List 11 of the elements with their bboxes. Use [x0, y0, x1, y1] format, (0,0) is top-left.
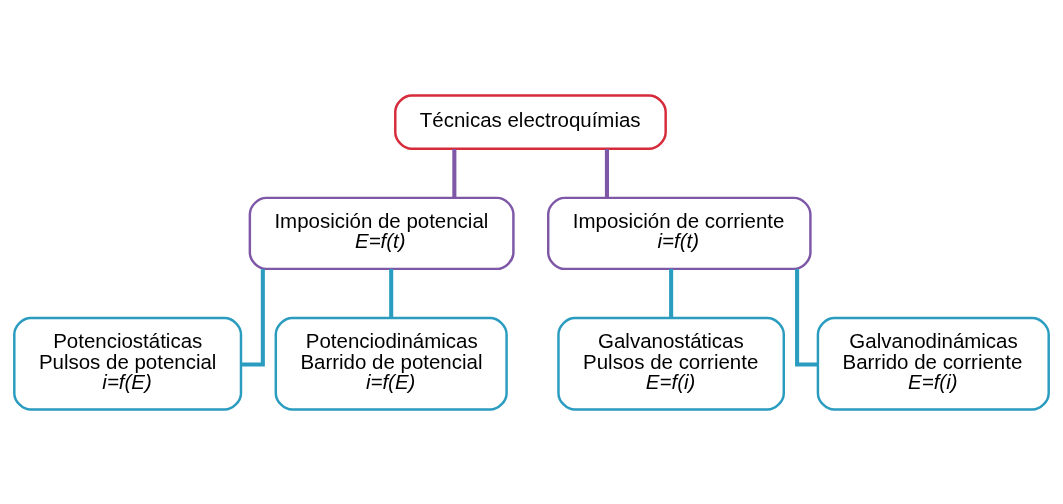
- node-box: Imposición de potencial E=f(t): [248, 196, 515, 270]
- node-box: Galvanostáticas Pulsos de corriente E=f(i): [557, 316, 785, 411]
- node-box: Imposición de corriente i=f(t): [547, 196, 812, 270]
- connector: [389, 268, 394, 318]
- node-box: Potenciostáticas Pulsos de potencial i=f(E): [13, 316, 243, 411]
- connector: [604, 148, 609, 198]
- node-box: Galvanodinámicas Barrido de corriente E=f(i): [816, 316, 1050, 411]
- node-box: Potenciodinámicas Barrido de potencial i=f(E): [274, 316, 508, 411]
- connector: [669, 268, 674, 318]
- node-box: Técnicas electroquímias: [394, 93, 667, 150]
- connector: [452, 148, 457, 198]
